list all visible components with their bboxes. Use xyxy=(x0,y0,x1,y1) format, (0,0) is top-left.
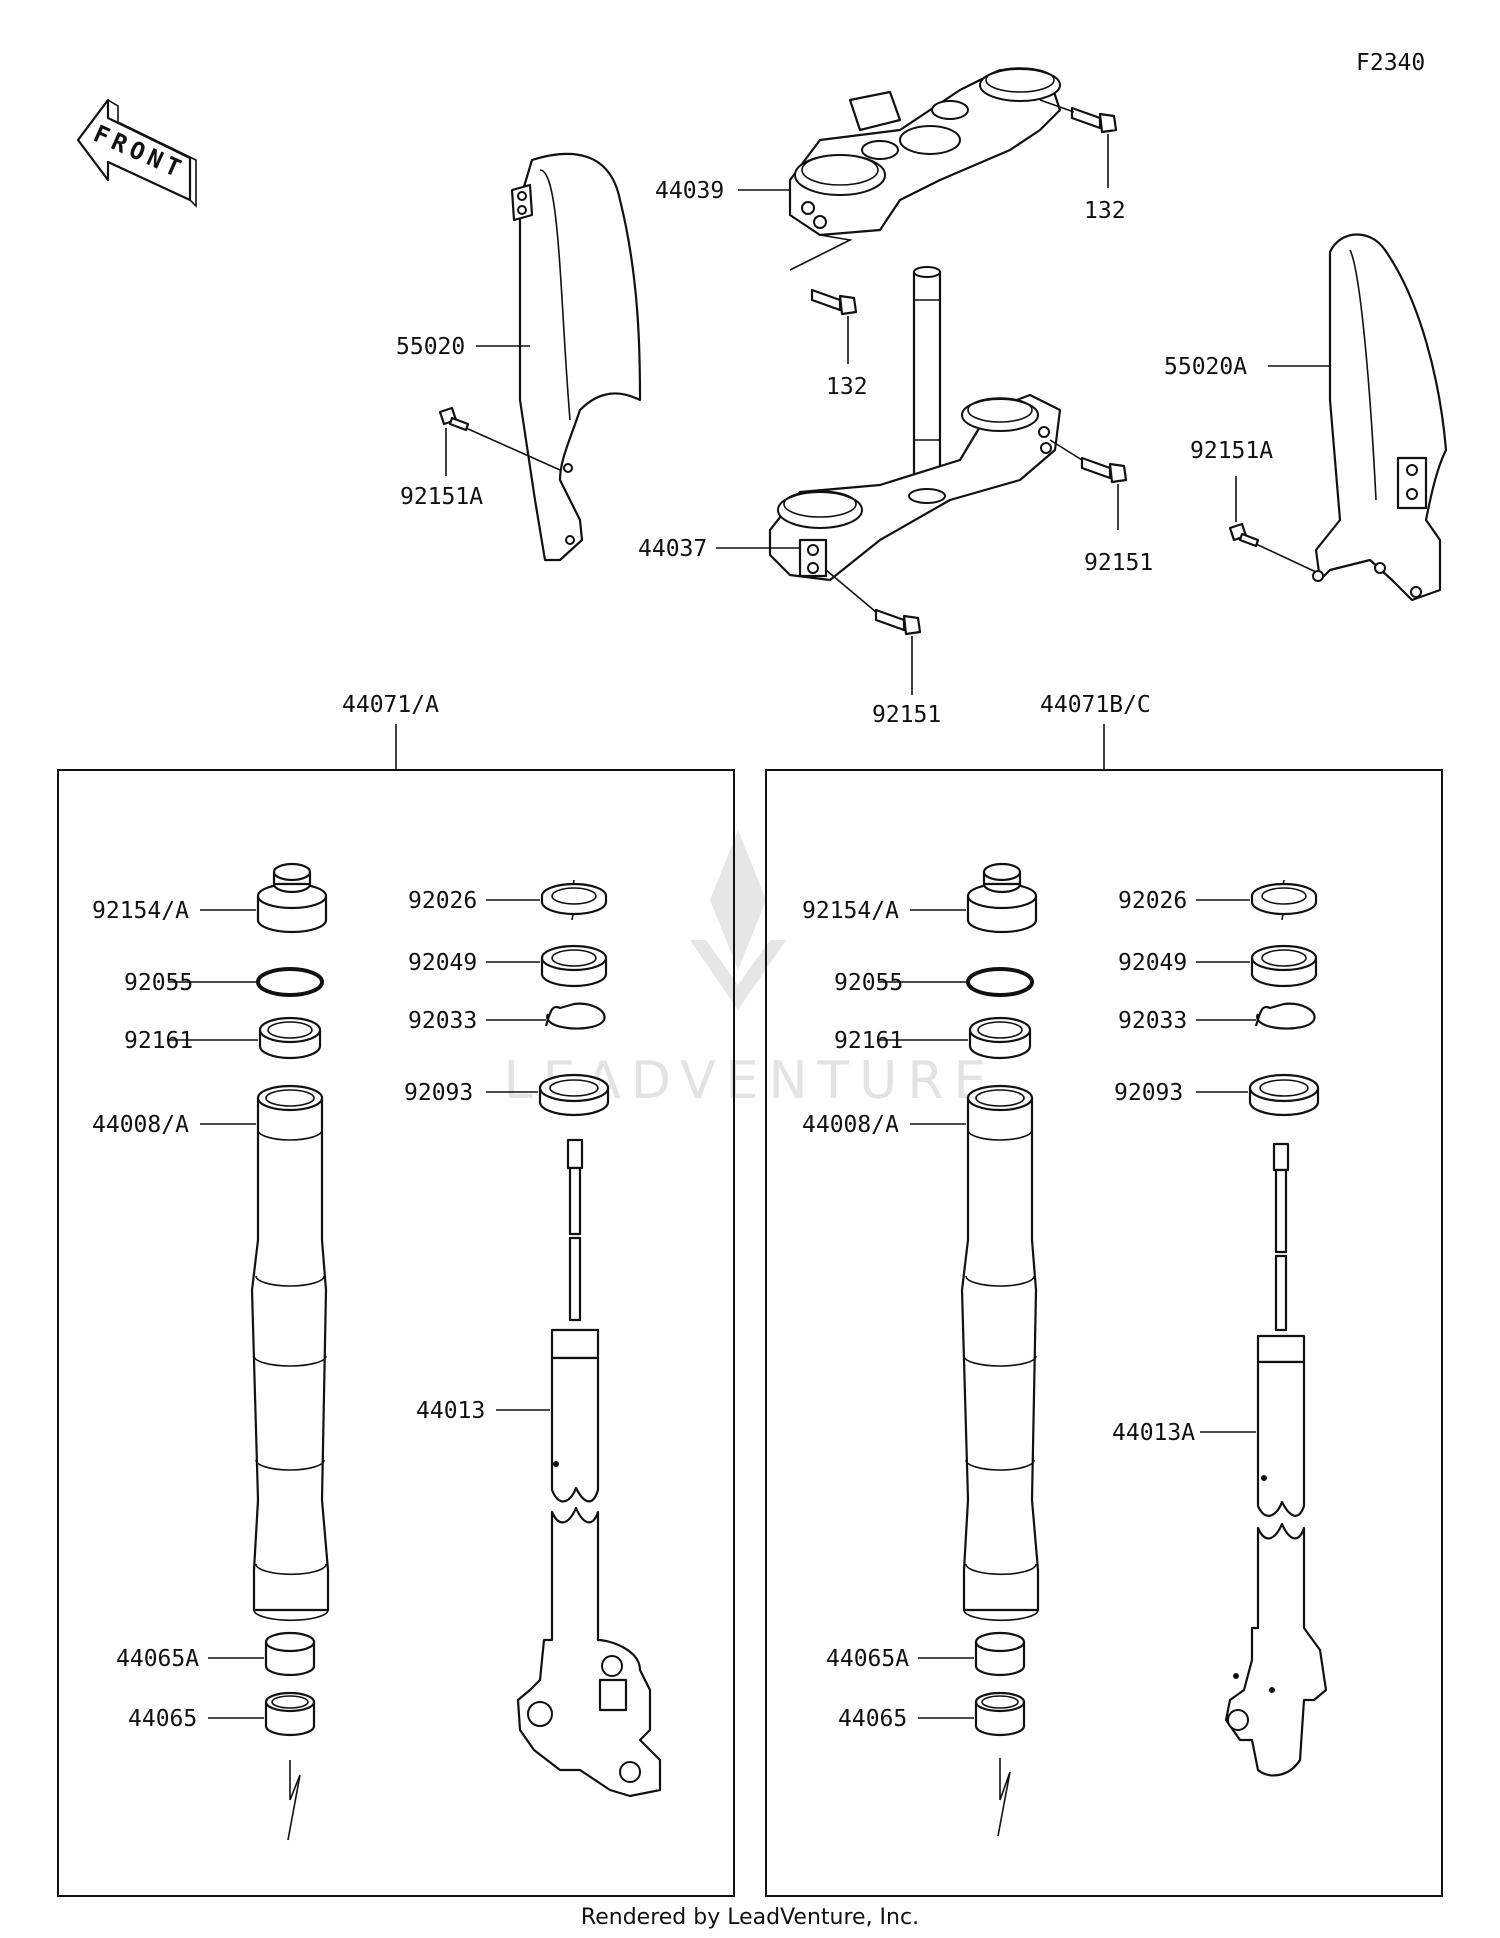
bushing-44065A-right xyxy=(974,1631,1026,1677)
label-44008-right: 44008/A xyxy=(802,1112,899,1138)
label-92093-left: 92093 xyxy=(404,1080,473,1106)
label-132-mid: 132 xyxy=(826,374,868,400)
label-44008-left: 44008/A xyxy=(92,1112,189,1138)
footer-credit: Rendered by LeadVenture, Inc. xyxy=(581,1905,919,1930)
label-44065-right: 44065 xyxy=(838,1706,907,1732)
label-44065A-right: 44065A xyxy=(826,1646,909,1672)
label-92026-left: 92026 xyxy=(408,888,477,914)
label-92161-left: 92161 xyxy=(124,1028,193,1054)
lower-triple-clamp xyxy=(768,266,1062,582)
fork-cap-right xyxy=(966,862,1038,934)
label-92093-right: 92093 xyxy=(1114,1080,1183,1106)
label-92049-left: 92049 xyxy=(408,950,477,976)
screw-92151A-left xyxy=(438,406,470,432)
inner-tube-right xyxy=(1224,1142,1328,1777)
label-92055-left: 92055 xyxy=(124,970,193,996)
screw-92151A-right xyxy=(1228,522,1260,548)
diagram-code: F2340 xyxy=(1356,50,1425,76)
spacer-left xyxy=(258,1016,322,1060)
label-92161-right: 92161 xyxy=(834,1028,903,1054)
washer-92026-right xyxy=(1250,882,1318,916)
right-group-box xyxy=(765,769,1443,1897)
label-132-top: 132 xyxy=(1084,198,1126,224)
label-92033-left: 92033 xyxy=(408,1008,477,1034)
axis-line-right-bottom xyxy=(997,1758,1011,1837)
dust-seal-92049-left xyxy=(540,944,608,988)
circlip-92033-left xyxy=(544,1002,606,1030)
inner-tube-left xyxy=(516,1138,662,1798)
label-92151A-left: 92151A xyxy=(400,484,483,510)
label-92033-right: 92033 xyxy=(1118,1008,1187,1034)
label-92026-right: 92026 xyxy=(1118,888,1187,914)
fork-guard-left xyxy=(510,152,642,562)
outer-tube-left xyxy=(250,1084,330,1622)
left-group-title: 44071/A xyxy=(342,692,439,718)
fork-guard-right xyxy=(1312,233,1448,602)
label-44013A-right: 44013A xyxy=(1112,1420,1195,1446)
fork-cap-left xyxy=(256,862,328,934)
oil-seal-92093-left xyxy=(538,1073,610,1117)
label-92151-bottom: 92151 xyxy=(872,702,941,728)
label-92154-right: 92154/A xyxy=(802,898,899,924)
left-group-box xyxy=(57,769,735,1897)
label-44065-left: 44065 xyxy=(128,1706,197,1732)
label-92151A-right: 92151A xyxy=(1190,438,1273,464)
spacer-right xyxy=(968,1016,1032,1060)
label-44065A-left: 44065A xyxy=(116,1646,199,1672)
bushing-44065A-left xyxy=(264,1631,316,1677)
upper-triple-clamp xyxy=(788,67,1062,237)
o-ring-right xyxy=(966,967,1034,997)
label-92049-right: 92049 xyxy=(1118,950,1187,976)
label-92151-right: 92151 xyxy=(1084,550,1153,576)
bushing-44065-left xyxy=(264,1691,316,1737)
circlip-92033-right xyxy=(1254,1002,1316,1030)
bolt-92151-right xyxy=(1080,456,1128,484)
bolt-92151-bottom xyxy=(874,608,922,636)
outer-tube-right xyxy=(960,1084,1040,1622)
label-44013-left: 44013 xyxy=(416,1398,485,1424)
right-group-title: 44071B/C xyxy=(1040,692,1151,718)
label-55020: 55020 xyxy=(396,334,465,360)
bushing-44065-right xyxy=(974,1691,1026,1737)
label-92154-left: 92154/A xyxy=(92,898,189,924)
oil-seal-92093-right xyxy=(1248,1073,1320,1117)
label-44039: 44039 xyxy=(655,178,724,204)
washer-92026-left xyxy=(540,882,608,916)
bolt-132-mid xyxy=(810,288,858,316)
front-arrow-icon: FRONT xyxy=(76,98,197,208)
label-55020A: 55020A xyxy=(1164,354,1247,380)
label-92055-right: 92055 xyxy=(834,970,903,996)
label-44037: 44037 xyxy=(638,536,707,562)
bolt-132-top xyxy=(1070,106,1118,134)
o-ring-left xyxy=(256,967,324,997)
axis-line-left-bottom xyxy=(287,1760,301,1841)
dust-seal-92049-right xyxy=(1250,944,1318,988)
